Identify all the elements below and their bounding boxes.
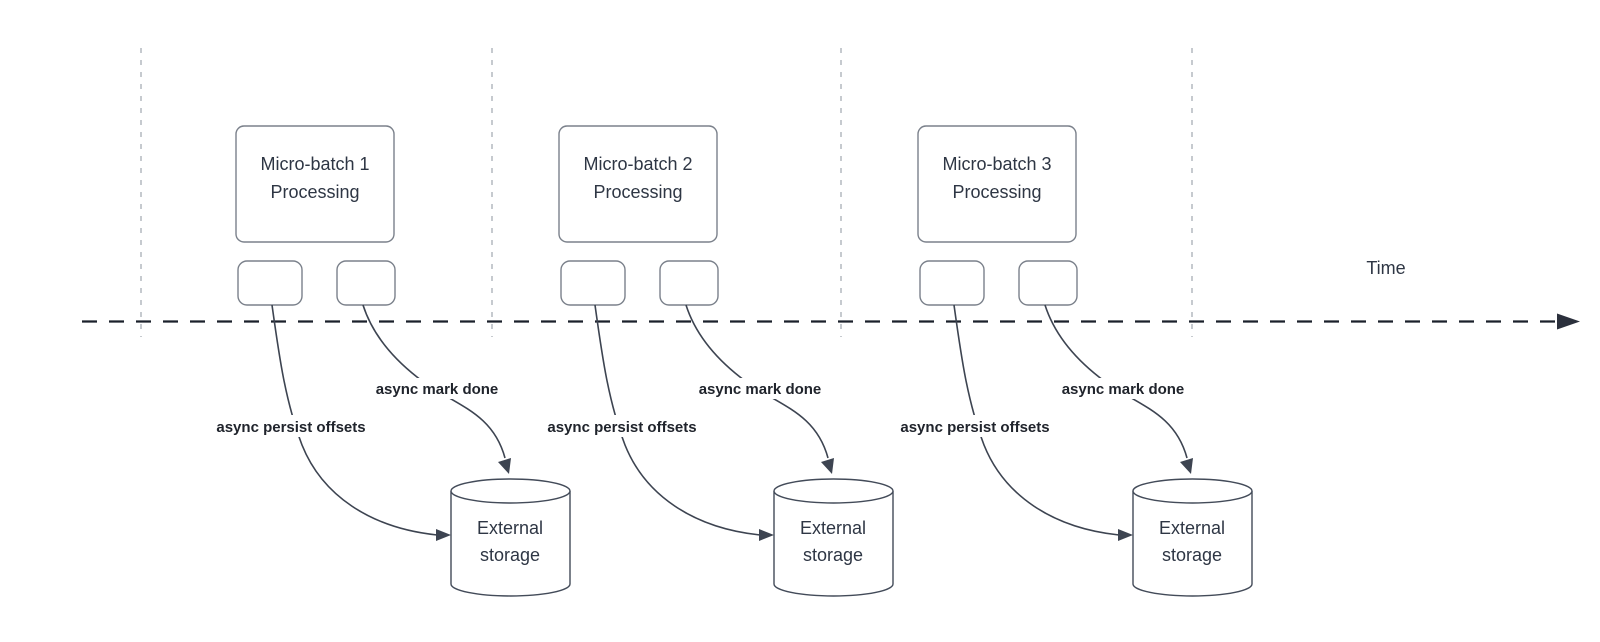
microbatch-box-label-line2: Processing: [593, 182, 682, 202]
persist-offsets-arrow: [594, 304, 761, 536]
microbatch-box-label-line2: Processing: [952, 182, 1041, 202]
mark-done-label: async mark done: [699, 381, 822, 398]
mark-done-arrow: [362, 304, 506, 459]
markdone-task-node: [659, 260, 719, 306]
time-axis-label: Time: [1366, 258, 1405, 278]
mark-done-label: async mark done: [1062, 381, 1185, 398]
external-storage-cylinder-top: [1132, 478, 1253, 504]
offset-task-node: [237, 260, 303, 306]
storage-label-line2: storage: [803, 545, 863, 565]
storage-label-line2: storage: [1162, 545, 1222, 565]
label-background: [530, 415, 714, 437]
external-storage-cylinder-top: [773, 478, 894, 504]
external-storage-cylinder-body: [450, 491, 571, 597]
persist-offsets-arrow: [271, 304, 438, 536]
persist-offsets-arrow: [953, 304, 1120, 536]
microbatch-box-label-line2: Processing: [270, 182, 359, 202]
external-storage-cylinder-top: [450, 478, 571, 504]
label-background: [684, 378, 836, 399]
label-background: [883, 415, 1067, 437]
persist-offsets-label: async persist offsets: [900, 419, 1049, 436]
microbatch-processing-box: [235, 125, 395, 243]
markdone-arrowhead-icon: [498, 458, 511, 474]
timeline-arrowhead-icon: [1557, 313, 1580, 330]
label-background: [1047, 378, 1199, 399]
mark-done-label: async mark done: [376, 381, 499, 398]
storage-label-line1: External: [1159, 518, 1225, 538]
markdone-arrowhead-icon: [821, 458, 834, 474]
persist-offsets-label: async persist offsets: [547, 419, 696, 436]
persist-arrowhead-icon: [1118, 529, 1133, 541]
mark-done-arrow: [685, 304, 829, 459]
markdone-arrowhead-icon: [1180, 458, 1193, 474]
microbatch-group-1: Micro-batch 1 Processing External storag…: [199, 125, 571, 597]
markdone-task-node: [1018, 260, 1078, 306]
microbatch-box-label-line1: Micro-batch 1: [260, 154, 369, 174]
microbatch-box-label-line1: Micro-batch 3: [942, 154, 1051, 174]
microbatch-processing-box: [558, 125, 718, 243]
label-background: [361, 378, 513, 399]
persist-arrowhead-icon: [436, 529, 451, 541]
microbatch-box-label-line1: Micro-batch 2: [583, 154, 692, 174]
storage-label-line1: External: [800, 518, 866, 538]
mark-done-arrow: [1044, 304, 1188, 459]
persist-offsets-label: async persist offsets: [216, 419, 365, 436]
persist-arrowhead-icon: [759, 529, 774, 541]
offset-task-node: [919, 260, 985, 306]
external-storage-cylinder-body: [1132, 491, 1253, 597]
storage-label-line1: External: [477, 518, 543, 538]
external-storage-cylinder-body: [773, 491, 894, 597]
label-background: [199, 415, 383, 437]
storage-label-line2: storage: [480, 545, 540, 565]
microbatch-group-3: Micro-batch 3 Processing External storag…: [883, 125, 1253, 597]
microbatch-processing-box: [917, 125, 1077, 243]
markdone-task-node: [336, 260, 396, 306]
microbatch-group-2: Micro-batch 2 Processing External storag…: [530, 125, 894, 597]
offset-task-node: [560, 260, 626, 306]
